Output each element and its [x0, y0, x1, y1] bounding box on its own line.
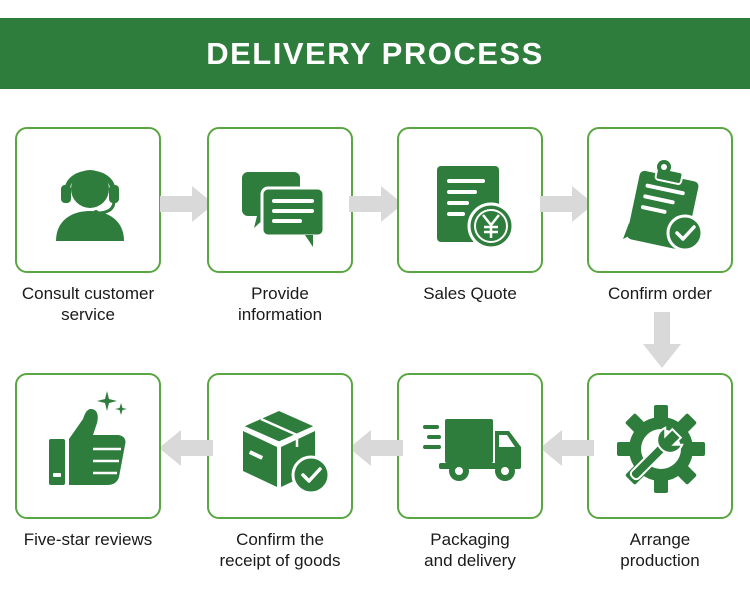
- arrow-left-icon: [349, 430, 403, 466]
- step-label-consult: Consult customer service: [21, 284, 155, 324]
- step-card-packaging-delivery: [397, 373, 543, 519]
- step-label-confirm-order: Confirm order: [608, 284, 712, 303]
- arrow-down-icon: [643, 312, 681, 368]
- page-title: DELIVERY PROCESS: [206, 35, 544, 71]
- step-label-arrange-production: Arrange production: [620, 530, 700, 570]
- step-card-provide-information: [207, 127, 353, 273]
- box-check-icon: [242, 411, 331, 495]
- step-card-confirm-order: [587, 127, 733, 273]
- step-card-sales-quote: [397, 127, 543, 273]
- arrow-right-icon: [540, 186, 594, 222]
- step-card-arrange-production: [587, 373, 733, 519]
- header-banner: DELIVERY PROCESS: [0, 18, 750, 89]
- gear-wrench-icon: [617, 405, 705, 493]
- step-card-confirm-receipt: [207, 373, 353, 519]
- step-label-provide-information: Provide information: [237, 284, 323, 324]
- yen-document-icon: [437, 166, 515, 250]
- chat-bubbles-icon: [242, 172, 326, 247]
- arrow-right-icon: [160, 186, 214, 222]
- truck-icon: [423, 419, 521, 481]
- arrow-right-icon: [349, 186, 403, 222]
- clipboard-check-icon: [623, 160, 704, 252]
- step-label-five-star-reviews: Five-star reviews: [23, 530, 153, 549]
- customer-service-icon: [56, 170, 124, 241]
- step-label-packaging-delivery: Packaging and delivery: [424, 530, 516, 570]
- arrow-left-icon: [540, 430, 594, 466]
- step-card-five-star-reviews: [15, 373, 161, 519]
- step-label-confirm-receipt: Confirm the receipt of goods: [219, 530, 341, 570]
- step-label-sales-quote: Sales Quote: [423, 284, 517, 303]
- arrow-left-icon: [159, 430, 213, 466]
- step-card-consult: [15, 127, 161, 273]
- thumbs-up-icon: [49, 391, 127, 485]
